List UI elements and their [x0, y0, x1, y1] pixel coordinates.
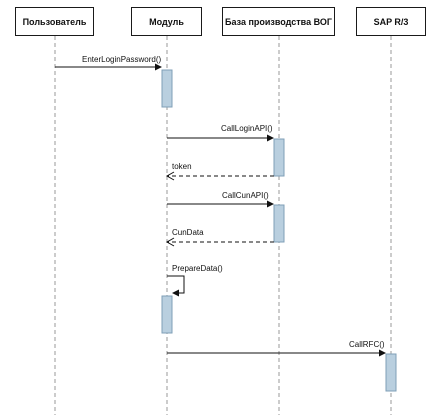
participant-db: База производства ВОГ	[222, 7, 335, 36]
message-call-login-api: CallLoginAPI()	[221, 124, 273, 133]
arrow-enter-login-password-head	[155, 63, 162, 71]
arrow-call-login-api-head	[267, 134, 274, 142]
message-call-cun-api: CallCunAPI()	[222, 191, 269, 200]
message-token: token	[172, 162, 192, 171]
participant-sap: SAP R/3	[356, 7, 426, 36]
activation-module-1	[161, 69, 173, 108]
arrow-cun-data-head	[165, 237, 175, 247]
participant-user: Пользователь	[15, 7, 94, 36]
activation-db-2	[273, 204, 285, 243]
activation-module-2	[161, 295, 173, 334]
arrow-call-rfc-head	[379, 349, 386, 357]
arrow-call-cun-api-head	[267, 200, 274, 208]
message-cun-data: CunData	[172, 228, 204, 237]
arrow-prepare-data-line	[167, 275, 185, 294]
activation-db-1	[273, 138, 285, 177]
arrow-token-head	[165, 171, 175, 181]
message-enter-login-password: EnterLoginPassword()	[82, 55, 162, 64]
arrow-prepare-data-head	[172, 289, 179, 297]
activation-sap-1	[385, 353, 397, 392]
message-call-rfc: CallRFC()	[349, 340, 385, 349]
participant-module: Модуль	[131, 7, 202, 36]
message-prepare-data: PrepareData()	[172, 264, 223, 273]
